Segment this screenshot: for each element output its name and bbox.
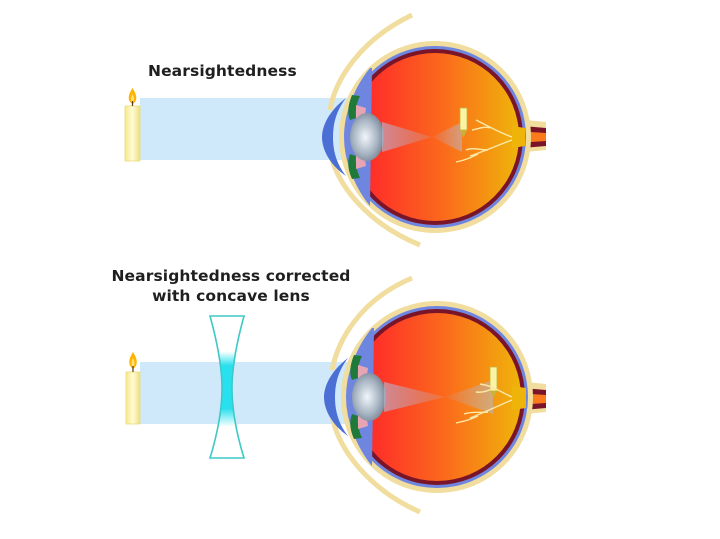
title-corrected-line1: Nearsightedness corrected (111, 267, 351, 285)
eyeball-bottom (324, 301, 546, 493)
image-on-retina (489, 366, 498, 398)
candle-icon-corrected (125, 352, 141, 425)
title-corrected-line2: with concave lens (152, 287, 310, 305)
light-beam-corrected (140, 362, 350, 424)
concave-lens (208, 315, 246, 459)
title-nearsightedness: Nearsightedness (148, 62, 297, 80)
title-corrected: Nearsightedness corrected with concave l… (96, 266, 366, 306)
eyelid-upper (327, 12, 414, 111)
eyelid-lower-corrected (329, 414, 422, 515)
eyelid-upper-corrected (329, 275, 413, 371)
candle-icon (124, 88, 141, 162)
panel-nearsightedness (124, 12, 546, 248)
light-beam (140, 98, 350, 160)
image-before-retina (459, 107, 468, 138)
eyeball-top (322, 41, 546, 233)
retinal-vessels (455, 119, 513, 163)
retinal-vessels-corrected (455, 383, 513, 424)
panel-corrected (125, 275, 546, 515)
